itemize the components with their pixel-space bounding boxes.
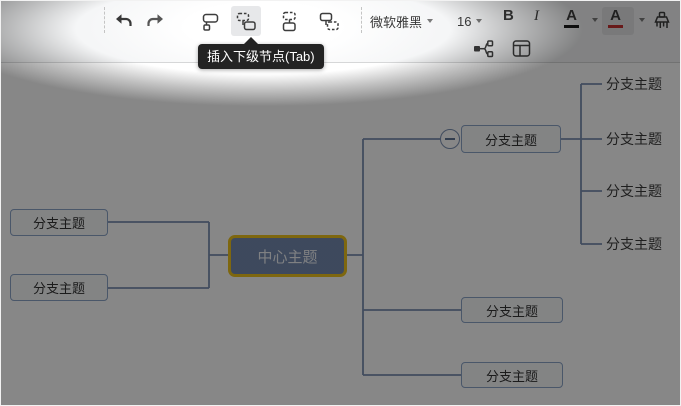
branch-label: 分支主题 (485, 303, 538, 319)
sub-topic-label: 分支主题 (606, 131, 662, 147)
branch-label: 分支主题 (484, 132, 537, 148)
highlight-color-button[interactable]: A (608, 8, 623, 28)
right-bottom-branch-node-1[interactable]: 分支主题 (461, 297, 563, 323)
left-branch-node-1[interactable]: 分支主题 (10, 209, 108, 236)
sub-topic-label: 分支主题 (606, 236, 662, 252)
sub-topic-3[interactable]: 分支主题 (606, 181, 662, 201)
undo-icon (113, 11, 133, 31)
center-topic-label: 中心主题 (257, 248, 318, 266)
layout-icon (511, 38, 532, 59)
collapse-button[interactable] (440, 129, 460, 149)
left-branch-node-2[interactable]: 分支主题 (10, 274, 108, 301)
center-topic-node[interactable]: 中心主题 (228, 235, 347, 277)
highlight-color-label: A (610, 7, 621, 24)
branch-label: 分支主题 (32, 281, 85, 296)
chevron-down-icon (427, 19, 434, 23)
format-brush-button[interactable] (647, 6, 677, 36)
highlight-color-swatch (608, 25, 623, 28)
font-color-label: A (566, 7, 577, 24)
redo-icon (146, 11, 166, 31)
insert-child-node-button[interactable] (231, 6, 261, 36)
minus-icon (445, 138, 455, 140)
font-color-swatch (564, 25, 579, 28)
toolbar-separator (104, 7, 105, 33)
branch-label: 分支主题 (485, 368, 538, 384)
insert-node-button[interactable] (195, 6, 225, 36)
sub-topic-label: 分支主题 (606, 183, 662, 199)
tooltip-text: 插入下级节点(Tab) (207, 49, 315, 64)
font-color-button[interactable]: A (564, 8, 579, 28)
layout-button[interactable] (506, 36, 536, 60)
insert-sibling-node-button[interactable] (274, 6, 304, 36)
italic-label: I (534, 8, 539, 24)
chevron-down-icon[interactable] (639, 18, 645, 22)
toolbar-separator (361, 7, 362, 33)
redo-button[interactable] (141, 6, 171, 36)
right-top-branch-node[interactable]: 分支主题 (461, 125, 561, 153)
italic-button[interactable]: I (534, 8, 539, 24)
chevron-down-icon[interactable] (592, 18, 598, 22)
insert-parent-node-button[interactable] (314, 6, 344, 36)
format-brush-icon (652, 11, 672, 31)
bold-button[interactable]: B (503, 8, 514, 24)
sub-topic-label: 分支主题 (606, 76, 662, 92)
sub-topic-2[interactable]: 分支主题 (606, 129, 662, 149)
font-size-value: 16 (457, 13, 472, 29)
insert-node-icon (200, 11, 221, 32)
bold-label: B (503, 7, 514, 24)
toolbar: 微软雅黑 16 B I A A (1, 1, 680, 63)
highlight-color-active-bg (602, 7, 634, 35)
font-family-select[interactable]: 微软雅黑 (370, 10, 444, 32)
relationship-button[interactable] (468, 36, 498, 60)
branch-label: 分支主题 (32, 216, 85, 231)
tooltip: 插入下级节点(Tab) (198, 37, 324, 69)
right-bottom-branch-node-2[interactable]: 分支主题 (461, 362, 563, 388)
insert-parent-node-icon (319, 11, 340, 32)
mindmap-canvas[interactable]: 中心主题 分支主题 分支主题 分支主题 分支主题 分支主题 分支主题 分支主题 … (1, 64, 680, 405)
insert-child-node-icon (236, 11, 257, 32)
insert-sibling-node-icon (279, 11, 300, 32)
relationship-icon (473, 38, 494, 59)
sub-topic-1[interactable]: 分支主题 (606, 74, 662, 94)
connector-lines (108, 83, 602, 376)
font-family-value: 微软雅黑 (370, 14, 423, 30)
tooltip-arrow-icon (244, 37, 258, 44)
sub-topic-4[interactable]: 分支主题 (606, 234, 662, 254)
undo-button[interactable] (108, 6, 138, 36)
font-size-select[interactable]: 16 (457, 10, 491, 32)
chevron-down-icon (476, 19, 483, 23)
